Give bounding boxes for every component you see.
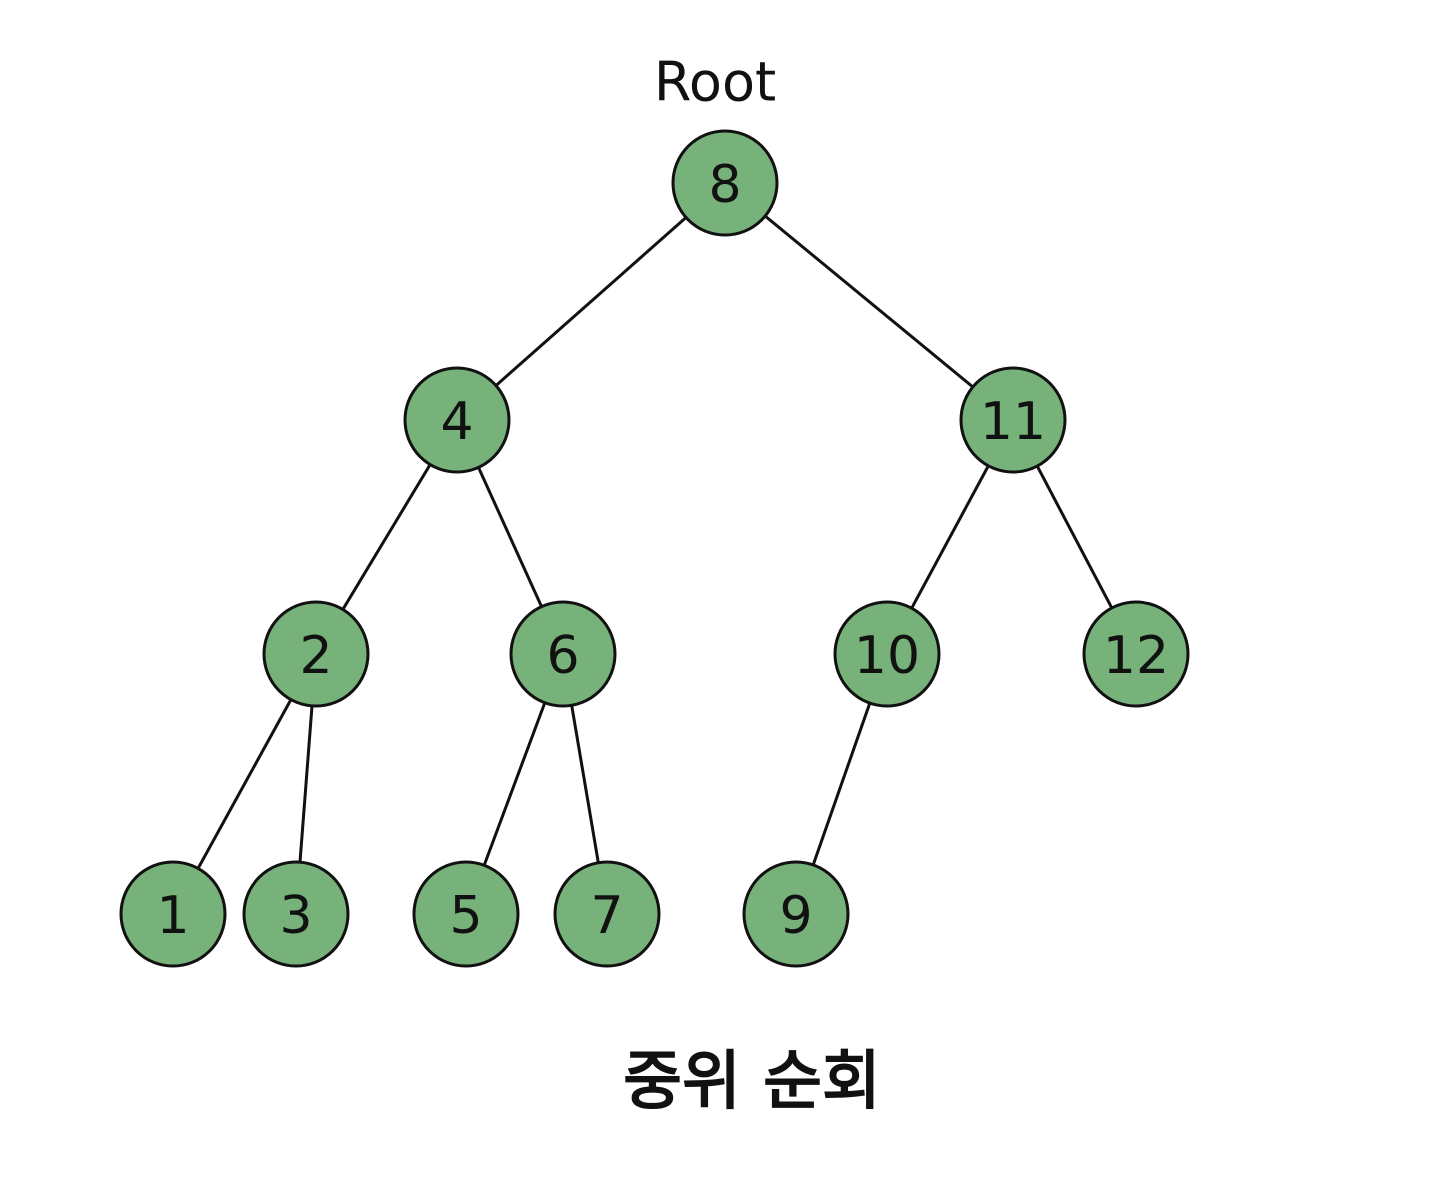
- node-label: 6: [546, 626, 579, 686]
- edge-8-11: [724, 181, 1014, 422]
- tree-node-9: 9: [742, 860, 850, 968]
- node-circle: [412, 860, 520, 968]
- tree-node-8: 8: [671, 129, 779, 237]
- node-label: 3: [279, 886, 312, 946]
- node-circle: [403, 366, 511, 474]
- tree-node-10: 10: [833, 600, 941, 708]
- node-circle: [262, 600, 370, 708]
- node-circle: [509, 600, 617, 708]
- tree-node-12: 12: [1082, 600, 1190, 708]
- node-circle: [671, 129, 779, 237]
- node-label: 9: [779, 886, 812, 946]
- edge-8-4: [456, 181, 726, 422]
- tree-node-7: 7: [553, 860, 661, 968]
- node-label: 10: [854, 626, 920, 686]
- tree-nodes: 8 4 11 2 6 10 12 1 3 5 7 9: [119, 129, 1190, 968]
- node-circle: [1082, 600, 1190, 708]
- tree-edges: [171, 181, 1138, 915]
- node-label: 2: [299, 626, 332, 686]
- tree-node-6: 6: [509, 600, 617, 708]
- tree-node-2: 2: [262, 600, 370, 708]
- node-label: 1: [156, 886, 189, 946]
- tree-node-1: 1: [119, 860, 227, 968]
- node-circle: [553, 860, 661, 968]
- tree-node-5: 5: [412, 860, 520, 968]
- tree-node-11: 11: [959, 366, 1067, 474]
- node-circle: [833, 600, 941, 708]
- node-label: 12: [1103, 626, 1169, 686]
- node-label: 11: [980, 392, 1046, 452]
- tree-node-3: 3: [242, 860, 350, 968]
- tree-node-4: 4: [403, 366, 511, 474]
- node-circle: [742, 860, 850, 968]
- node-label: 8: [708, 155, 741, 215]
- node-circle: [959, 366, 1067, 474]
- node-label: 4: [440, 392, 473, 452]
- node-label: 5: [449, 886, 482, 946]
- root-label: Root: [654, 51, 776, 114]
- node-circle: [242, 860, 350, 968]
- diagram-caption: 중위 순회: [623, 1045, 881, 1119]
- node-label: 7: [590, 886, 623, 946]
- node-circle: [119, 860, 227, 968]
